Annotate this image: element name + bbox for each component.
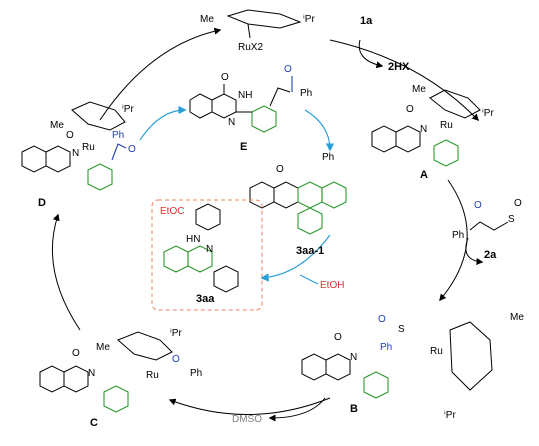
D-n: N: [72, 148, 79, 159]
etoh-label: EtOH: [320, 280, 344, 291]
intermediate-E: O NH N O Ph E: [189, 64, 312, 153]
2a-ph: Ph: [452, 230, 464, 241]
byproduct-hx-label: 2HX: [388, 61, 410, 73]
3aa-n: N: [206, 244, 213, 255]
E-carbonyl-o: O: [284, 64, 292, 75]
product-box: [151, 199, 263, 311]
D-ru: Ru: [82, 142, 95, 153]
catalyst-top: Me ⁱPr RuX2: [200, 9, 315, 53]
A-ru: Ru: [440, 120, 453, 131]
B-n: N: [350, 352, 357, 363]
C-oxygen: O: [72, 348, 80, 359]
2a-carbonyl-o: O: [474, 200, 482, 211]
3aa1-label: 3aa-1: [296, 245, 324, 257]
A-label: A: [420, 169, 428, 181]
3aa1-oxygen: O: [276, 164, 284, 175]
3aa1-ph: Ph: [322, 152, 334, 163]
2a-so-o: O: [514, 198, 522, 209]
C-n: N: [88, 368, 95, 379]
D-carbonyl-o: O: [128, 144, 136, 155]
3aa-etooc: EtOC: [160, 206, 184, 217]
cyan-arrow-E-to-3aa1: [304, 109, 335, 152]
E-oxygen: O: [221, 72, 229, 83]
cycle-arrow-left-bottom: [51, 213, 81, 331]
B-oxygen: O: [334, 332, 342, 343]
cycle-arrow-bottom: [168, 397, 331, 415]
3aa-hn: HN: [186, 234, 200, 245]
reagent-2a: O Ph S O 2a: [452, 198, 522, 265]
E-n: N: [228, 117, 235, 128]
A-me: Me: [412, 84, 426, 95]
E-ph: Ph: [300, 88, 312, 99]
C-me: Me: [96, 342, 110, 353]
intermediate-A: Me ⁱPr Ru O N A: [371, 84, 494, 181]
B-me: Me: [510, 312, 524, 323]
B-s: S: [398, 324, 405, 335]
reagent-1a-arrow: [358, 39, 384, 69]
B-ipr: ⁱPr: [444, 410, 456, 421]
ipr-label: ⁱPr: [303, 14, 315, 25]
E-nh: NH: [238, 90, 252, 101]
B-ph: Ph: [380, 342, 392, 353]
D-me: Me: [50, 120, 64, 131]
2a-label: 2a: [484, 249, 497, 261]
dmso-label: DMSO: [232, 414, 262, 425]
D-ipr: ⁱPr: [122, 104, 134, 115]
A-oxygen: O: [406, 104, 414, 115]
C-ru: Ru: [146, 370, 159, 381]
cyan-arrow-D-to-E: [139, 105, 187, 141]
cycle-arrow-left-top: [99, 27, 222, 121]
cycle-arrow-top-right: [329, 39, 479, 122]
compound-3aa1: Ph O 3aa-1: [249, 152, 347, 257]
cyan-arrow-3aa1-to-3aa: [260, 234, 331, 282]
A-ipr: ⁱPr: [482, 108, 494, 119]
D-ph: Ph: [112, 130, 124, 141]
reagent-2a-arrow: [465, 237, 484, 265]
B-carbonyl-o: O: [378, 314, 386, 325]
dmso-arrow: [268, 397, 326, 422]
C-ipr: ⁱPr: [170, 328, 182, 339]
A-n: N: [420, 124, 427, 135]
B-label: B: [350, 403, 358, 415]
intermediate-B: Me ⁱPr Ph O S Ru O N B: [301, 312, 524, 421]
C-ph: Ph: [190, 368, 202, 379]
C-carbonyl-o: O: [172, 354, 180, 365]
product-3aa: EtOC HN N 3aa: [160, 203, 239, 305]
intermediate-C: Me ⁱPr Ru O Ph O N C: [39, 328, 202, 429]
intermediate-D: Me ⁱPr Ru O N Ph O D: [21, 101, 136, 209]
catalyst-label: RuX2: [238, 42, 263, 53]
etoh-connector: [299, 274, 319, 285]
E-label: E: [240, 141, 247, 153]
2a-s: S: [508, 214, 515, 225]
reagent-1a-label: 1a: [360, 15, 373, 27]
D-oxygen: O: [66, 130, 74, 141]
C-label: C: [90, 417, 98, 429]
me-label: Me: [200, 14, 214, 25]
3aa-label: 3aa: [196, 293, 215, 305]
B-ru: Ru: [430, 346, 443, 357]
D-label: D: [38, 197, 46, 209]
